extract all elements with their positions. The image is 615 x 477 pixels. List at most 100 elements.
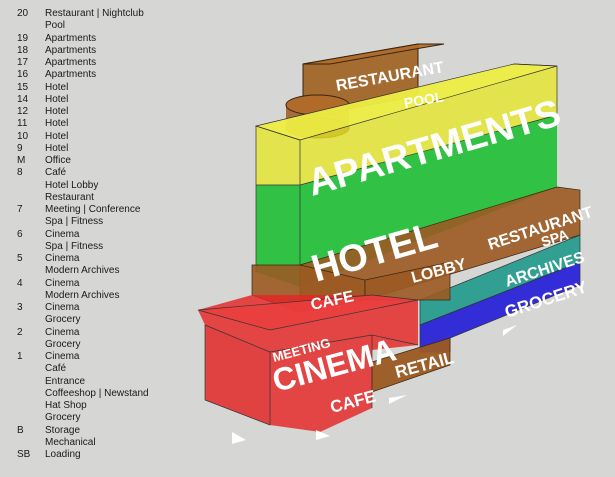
- floor-row: 8 Café: [17, 167, 149, 179]
- floor-use: Meeting | Conference: [45, 204, 141, 215]
- hotel-block: [255, 114, 558, 287]
- floor-row: 17 Apartments: [17, 57, 149, 69]
- floor-row: 12 Hotel: [17, 106, 149, 118]
- floor-row: 9 Hotel: [17, 143, 149, 155]
- floor-number: 3: [17, 302, 23, 313]
- floor-number: 6: [17, 228, 23, 240]
- floor-number: 17: [17, 57, 29, 68]
- floor-use: Apartments: [45, 57, 97, 68]
- floor-use: Grocery: [45, 338, 81, 350]
- floor-number: SB: [17, 449, 31, 460]
- floor-row: 2 Cinema: [17, 327, 149, 339]
- floor-use: Cinema: [45, 253, 80, 264]
- floor-row: 5 Cinema: [17, 253, 149, 265]
- floor-use: Spa | Fitness: [45, 240, 104, 252]
- floor-use: Cinema: [45, 228, 80, 240]
- cinema-block: [197, 294, 419, 432]
- floor-row: Entrance: [17, 376, 149, 388]
- floor-row: Modern Archives: [17, 265, 149, 277]
- floor-number: 2: [17, 326, 23, 338]
- floor-use: Restaurant: [45, 191, 94, 203]
- floor-use: Office: [45, 155, 71, 166]
- floor-use: Apartments: [45, 32, 97, 44]
- floor-number: 10: [17, 130, 29, 142]
- floor-use: Hotel: [45, 118, 69, 130]
- floor-row: 4 Cinema: [17, 278, 149, 290]
- floor-use: Hotel: [45, 130, 69, 142]
- floor-use: Modern Archives: [45, 265, 120, 277]
- floor-number: 1: [17, 351, 23, 362]
- floor-number: 11: [17, 118, 28, 130]
- apartments-block: [254, 63, 558, 185]
- floor-row: 19 Apartments: [17, 33, 149, 45]
- floor-row: 20 Restaurant | Nightclub: [17, 8, 149, 20]
- floor-number: 12: [17, 106, 29, 117]
- retail-block: [371, 337, 451, 393]
- floor-row: 7 Meeting | Conference: [17, 204, 149, 216]
- floor-number: M: [17, 155, 26, 166]
- floor-use: Café: [45, 363, 67, 375]
- floor-row: B Storage: [17, 425, 149, 437]
- floor-use: Apartments: [45, 44, 97, 56]
- floor-use: Hotel: [45, 93, 69, 105]
- floor-use: Apartments: [45, 69, 97, 81]
- floor-row: 6 Cinema: [17, 229, 149, 241]
- floor-row: 11 Hotel: [17, 118, 149, 130]
- floor-use: Restaurant | Nightclub: [45, 8, 144, 19]
- floor-use: Hotel: [45, 81, 69, 93]
- floor-use: Hotel: [45, 106, 69, 117]
- floor-use: Hat Shop: [45, 400, 87, 411]
- floor-number: 20: [17, 8, 29, 19]
- floor-row: Grocery: [17, 314, 149, 326]
- floor-row: Mechanical: [17, 437, 149, 449]
- floor-row: Modern Archives: [17, 290, 149, 302]
- floor-row: 14 Hotel: [17, 94, 149, 106]
- floor-use: Entrance: [45, 375, 86, 387]
- floor-row: 1 Cinema: [17, 351, 149, 363]
- floor-use: Spa | Fitness: [45, 216, 104, 228]
- floor-number: 16: [17, 69, 29, 81]
- floor-use: Hotel Lobby: [45, 179, 99, 191]
- floor-number: 7: [17, 204, 23, 215]
- floor-use: Coffeeshop | Newstand: [45, 387, 149, 399]
- floor-row: Café: [17, 363, 149, 375]
- label-pool: POOL: [403, 88, 445, 111]
- floor-row: 15 Hotel: [17, 82, 149, 94]
- floor-row: 18 Apartments: [17, 45, 149, 57]
- floor-use: Cinema: [45, 302, 80, 313]
- floor-row: Coffeeshop | Newstand: [17, 388, 149, 400]
- floor-number: 19: [17, 32, 29, 44]
- entrance-arrows: [232, 325, 517, 444]
- floor-use: Pool: [45, 20, 66, 32]
- floor-number: 18: [17, 44, 29, 56]
- floor-row: 3 Cinema: [17, 302, 149, 314]
- floor-number: 14: [17, 93, 29, 105]
- floor-use: Loading: [45, 449, 81, 460]
- floor-row: Grocery: [17, 412, 149, 424]
- floor-row: Pool: [17, 20, 149, 32]
- floor-use: Grocery: [45, 412, 81, 424]
- floor-row: Restaurant: [17, 192, 149, 204]
- floor-use: Cinema: [45, 277, 80, 289]
- floor-number: 4: [17, 277, 23, 289]
- floor-row: Hotel Lobby: [17, 180, 149, 192]
- floor-use: Modern Archives: [45, 289, 120, 301]
- floor-row: SB Loading: [17, 449, 149, 461]
- floor-use: Cinema: [45, 326, 80, 338]
- floor-row: Spa | Fitness: [17, 241, 149, 253]
- floor-row: Spa | Fitness: [17, 216, 149, 228]
- floor-use: Hotel: [45, 142, 69, 154]
- floor-use: Mechanical: [45, 436, 96, 448]
- floor-number: 9: [17, 142, 23, 154]
- floor-use: Cinema: [45, 351, 80, 362]
- floor-row: 10 Hotel: [17, 131, 149, 143]
- floor-row: Grocery: [17, 339, 149, 351]
- floor-use: Café: [45, 167, 67, 179]
- floor-number: 8: [17, 167, 23, 179]
- floor-row: M Office: [17, 155, 149, 167]
- floor-number: B: [17, 424, 24, 436]
- floor-number: 5: [17, 253, 23, 264]
- floor-number: 15: [17, 81, 29, 93]
- floor-use: Storage: [45, 424, 81, 436]
